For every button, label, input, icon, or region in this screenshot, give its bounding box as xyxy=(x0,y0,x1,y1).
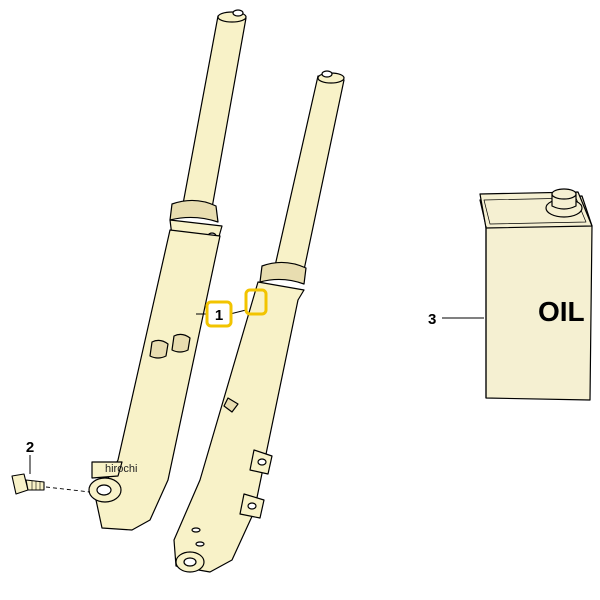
oil-can xyxy=(479,188,593,401)
left-lug-2 xyxy=(171,333,191,353)
right-lower-slider xyxy=(173,281,305,573)
callout-1[interactable]: 1 xyxy=(196,288,268,328)
right-fork-leg xyxy=(173,70,345,573)
right-stanchion-tube xyxy=(274,75,345,271)
bolt xyxy=(11,455,91,495)
left-lug-1 xyxy=(149,339,169,359)
watermark-text: hirochi xyxy=(105,463,137,475)
left-fork-leg xyxy=(88,9,247,531)
part-1-highlight-box xyxy=(244,288,268,316)
right-seal-ring xyxy=(259,261,307,285)
left-seal-ring xyxy=(169,199,219,223)
left-stanchion-tube xyxy=(182,15,247,209)
callout-1-highlight-box xyxy=(205,300,233,328)
callout-3-number[interactable]: 3 xyxy=(428,311,436,328)
bolt-shaft xyxy=(25,479,45,491)
callout-1-number: 1 xyxy=(215,307,223,324)
oil-can-cap xyxy=(551,188,577,200)
callout-1-leader-right xyxy=(229,309,247,315)
bolt-head xyxy=(11,473,29,495)
oil-label: OIL xyxy=(538,296,585,327)
bolt-assembly-dash-line xyxy=(45,486,91,493)
callout-2-number[interactable]: 2 xyxy=(26,439,34,456)
